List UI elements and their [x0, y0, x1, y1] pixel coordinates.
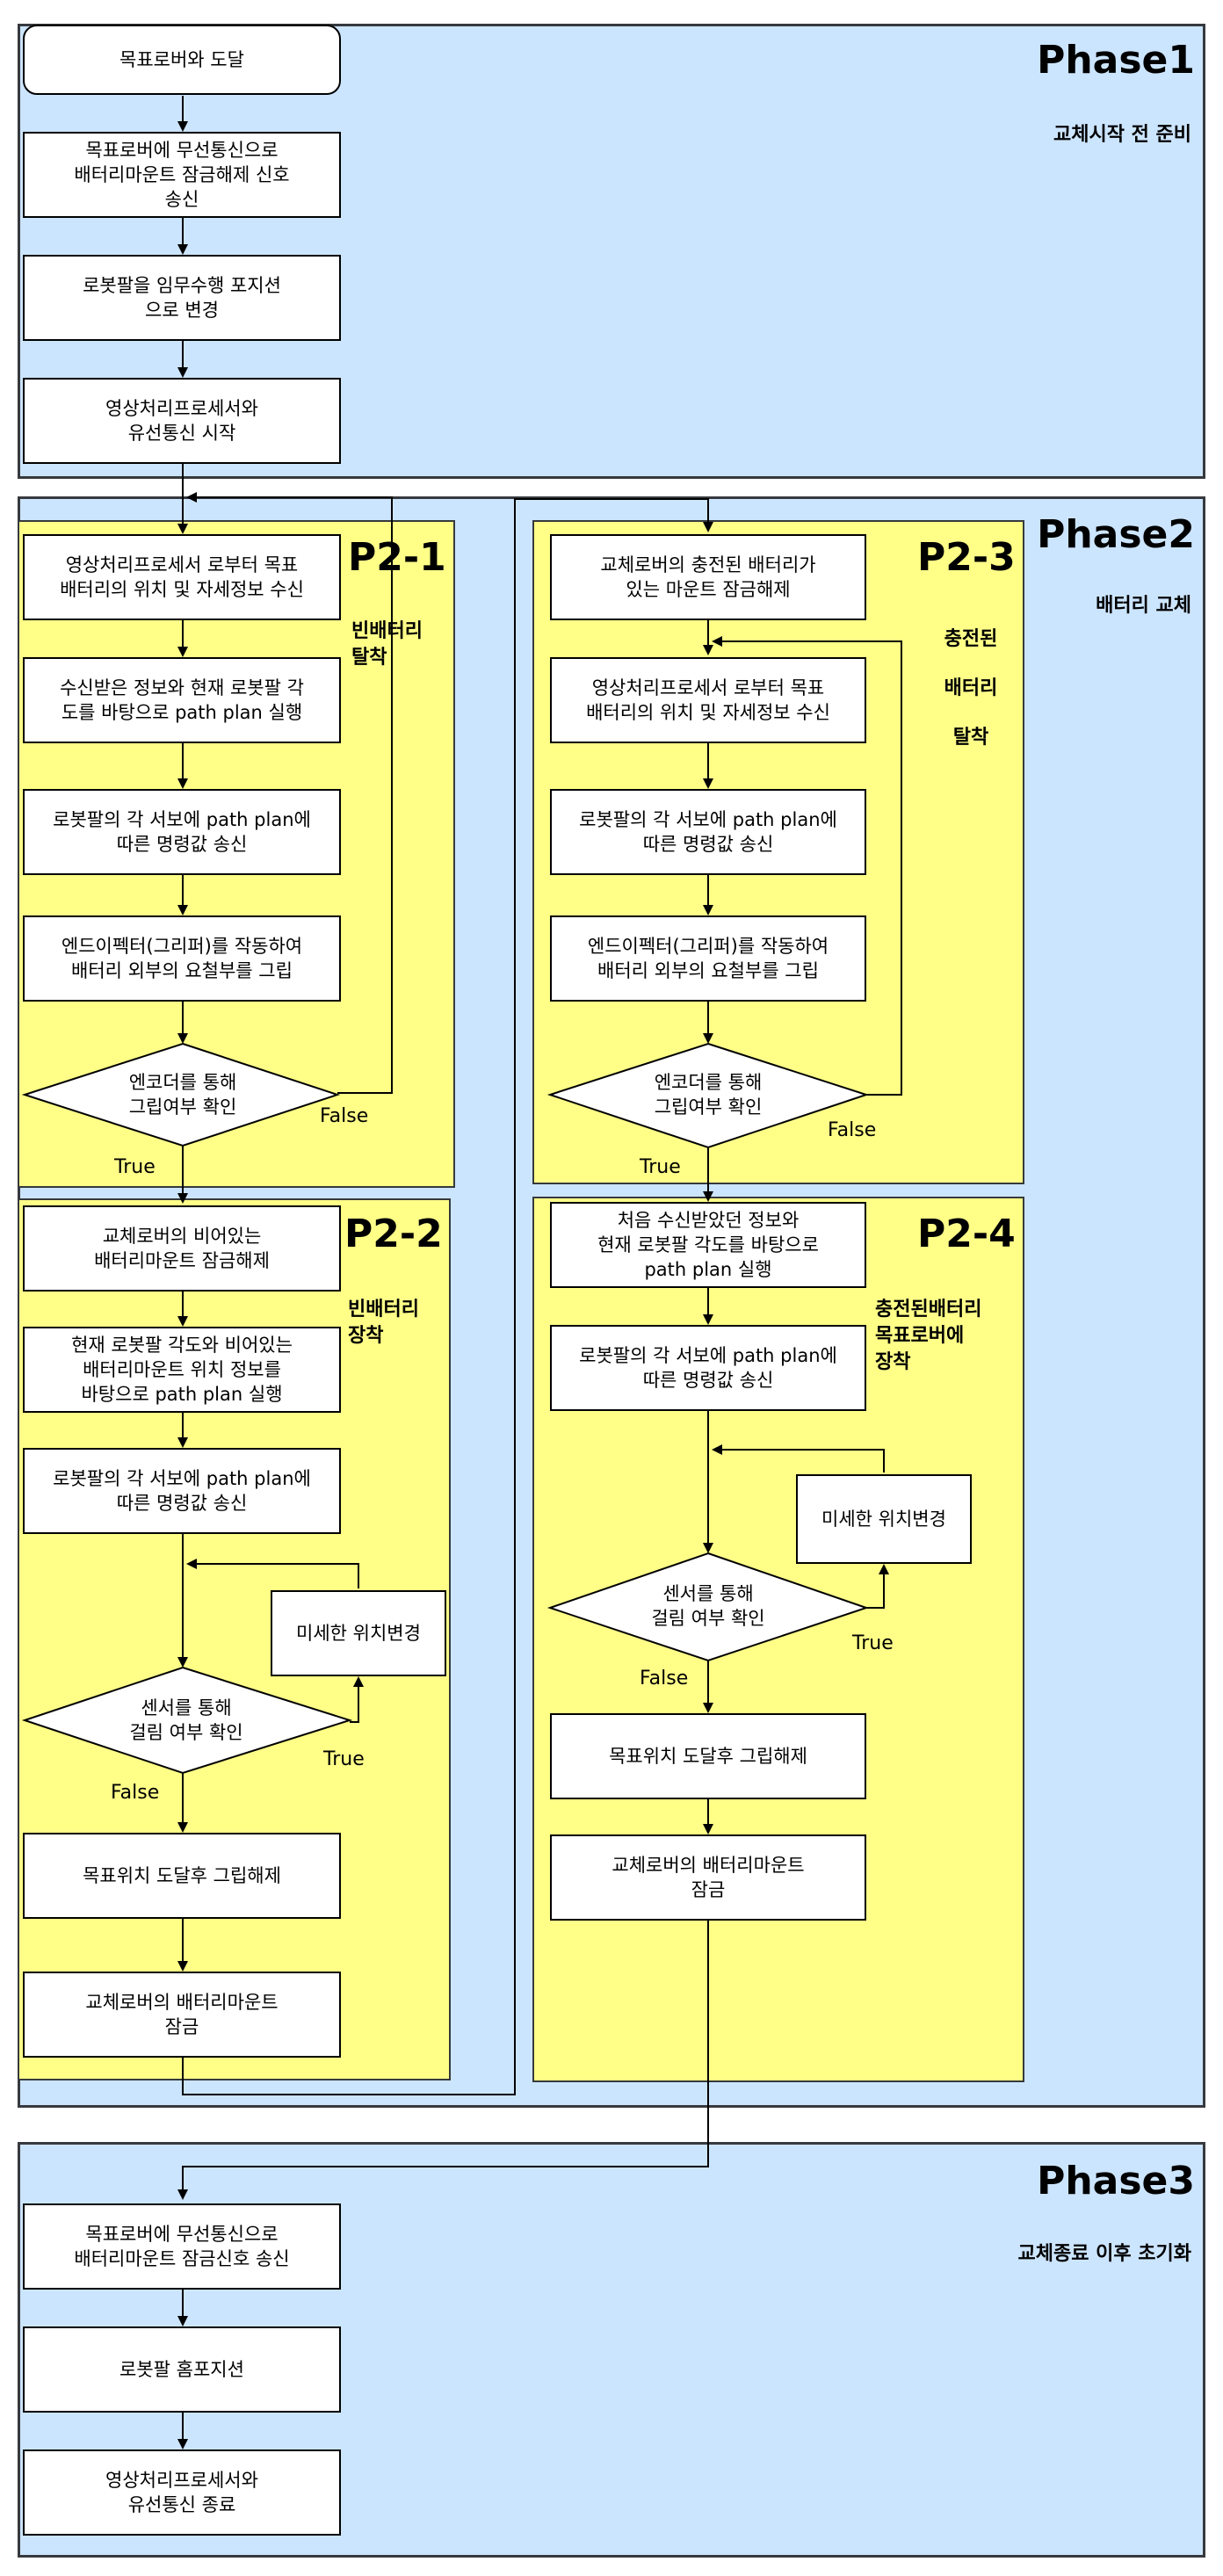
- phase1-description: 교체시작 전 준비: [1053, 124, 1191, 146]
- p22-description: 빈배터리 장착: [348, 1299, 419, 1347]
- p22-after-2: 교체로버의 배터리마운트 잠금: [23, 1972, 341, 2058]
- p22-title: P2-2: [344, 1212, 443, 1256]
- p24-side-step: 미세한 위치변경: [796, 1474, 972, 1564]
- p24-title: P2-4: [917, 1212, 1016, 1256]
- p23-true-label: True: [640, 1156, 681, 1178]
- p23-decision-diamond: [546, 1042, 870, 1149]
- phase1-step-2: 목표로버에 무선통신으로 배터리마운트 잠금해제 신호 송신: [23, 132, 341, 218]
- p24-decision-text: 센서를 통해 걸림 여부 확인: [651, 1583, 765, 1629]
- p24-false-label: False: [640, 1668, 689, 1690]
- p24-description: 충전된배터리 목표로버에 장착: [875, 1299, 982, 1373]
- p22-step-1: 교체로버의 비어있는 배터리마운트 잠금해제: [23, 1205, 341, 1292]
- phase1-title: Phase1: [1037, 38, 1195, 83]
- p23-step-2: 영상처리프로세서 로부터 목표 배터리의 위치 및 자세정보 수신: [550, 657, 866, 743]
- phase3-step-3: 영상처리프로세서와 유선통신 종료: [23, 2449, 341, 2536]
- p21-decision-diamond: [21, 1042, 341, 1147]
- p24-true-label: True: [852, 1632, 894, 1654]
- p23-step-1: 교체로버의 충전된 배터리가 있는 마운트 잠금해제: [550, 534, 866, 620]
- p21-decision-text: 엔코더를 통해 그립여부 확인: [128, 1072, 237, 1118]
- p21-false-label: False: [320, 1105, 369, 1127]
- p22-step-2: 현재 로봇팔 각도와 비어있는 배터리마운트 위치 정보를 바탕으로 path …: [23, 1327, 341, 1413]
- p21-step-3: 로봇팔의 각 서보에 path plan에 따른 명령값 송신: [23, 789, 341, 875]
- p21-step-4: 엔드이펙터(그리퍼)를 작동하여 배터리 외부의 요철부를 그립: [23, 915, 341, 1002]
- p23-description: 충전된 배터리 탈착: [944, 628, 998, 749]
- phase3-step-2: 로봇팔 홈포지션: [23, 2326, 341, 2413]
- p23-title: P2-3: [917, 535, 1016, 580]
- p23-step-3: 로봇팔의 각 서보에 path plan에 따른 명령값 송신: [550, 789, 866, 875]
- p24-decision-diamond: [546, 1552, 870, 1662]
- p22-decision-text: 센서를 통해 걸림 여부 확인: [129, 1697, 243, 1743]
- p23-step-4: 엔드이펙터(그리퍼)를 작동하여 배터리 외부의 요철부를 그립: [550, 915, 866, 1002]
- p21-step-2: 수신받은 정보와 현재 로봇팔 각 도를 바탕으로 path plan 실행: [23, 657, 341, 743]
- p23-decision-text: 엔코더를 통해 그립여부 확인: [654, 1072, 763, 1118]
- p23-false-label: False: [828, 1119, 877, 1141]
- phase1-step-3: 로봇팔을 임무수행 포지션 으로 변경: [23, 255, 341, 341]
- phase3-step-1: 목표로버에 무선통신으로 배터리마운트 잠금신호 송신: [23, 2203, 341, 2290]
- p22-step-3: 로봇팔의 각 서보에 path plan에 따른 명령값 송신: [23, 1448, 341, 1534]
- phase2-description: 배터리 교체: [1096, 595, 1191, 617]
- p22-true-label: True: [323, 1748, 365, 1770]
- p22-false-label: False: [111, 1782, 160, 1804]
- phase1-step-1: 목표로버와 도달: [23, 25, 341, 95]
- p21-step-1: 영상처리프로세서 로부터 목표 배터리의 위치 및 자세정보 수신: [23, 534, 341, 620]
- p24-after-1: 목표위치 도달후 그립해제: [550, 1713, 866, 1799]
- p22-decision-diamond: [21, 1666, 353, 1775]
- p24-step-2: 로봇팔의 각 서보에 path plan에 따른 명령값 송신: [550, 1325, 866, 1411]
- phase2-title: Phase2: [1037, 512, 1195, 557]
- p24-step-1: 처음 수신받았던 정보와 현재 로봇팔 각도를 바탕으로 path plan 실…: [550, 1202, 866, 1288]
- p22-after-1: 목표위치 도달후 그립해제: [23, 1833, 341, 1919]
- p21-title: P2-1: [348, 535, 446, 580]
- p24-after-2: 교체로버의 배터리마운트 잠금: [550, 1834, 866, 1921]
- p21-description: 빈배터리 탈착: [351, 620, 423, 669]
- phase1-step-4: 영상처리프로세서와 유선통신 시작: [23, 378, 341, 464]
- p22-side-step: 미세한 위치변경: [271, 1590, 446, 1676]
- phase3-title: Phase3: [1037, 2159, 1195, 2203]
- p21-true-label: True: [114, 1156, 156, 1178]
- phase3-description: 교체종료 이후 초기화: [1017, 2243, 1191, 2265]
